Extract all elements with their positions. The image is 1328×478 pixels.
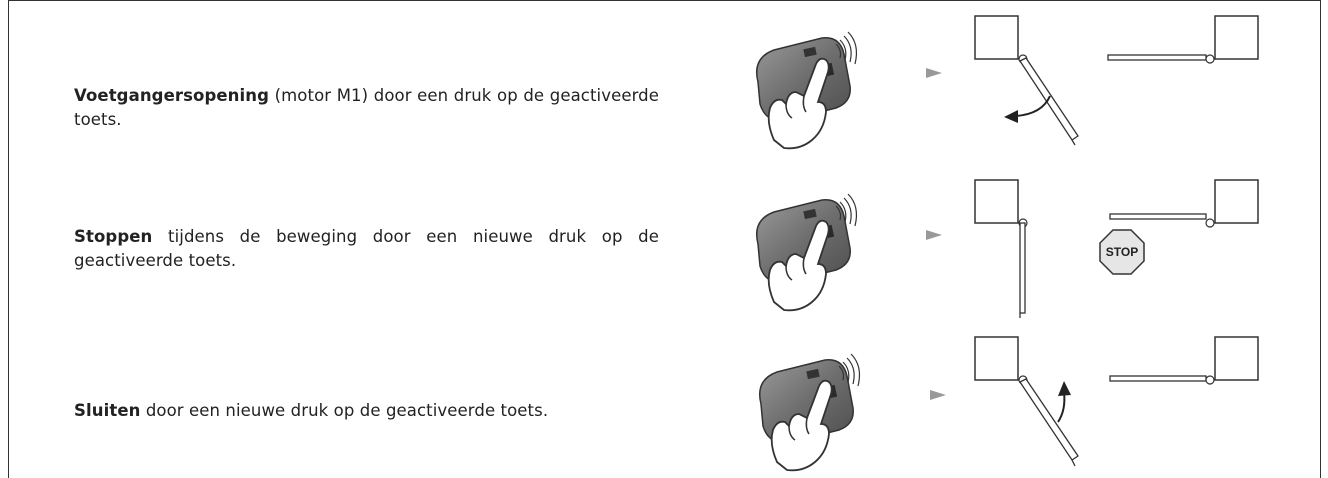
gate-pillar-icon bbox=[974, 179, 1028, 228]
gate-pillar-icon bbox=[1205, 336, 1259, 385]
stop-sign-icon: STOP bbox=[1099, 229, 1145, 275]
step-description: door een nieuwe druk op de geactiveerde … bbox=[140, 401, 549, 420]
curved-arrow-icon bbox=[1057, 381, 1071, 423]
step-title: Sluiten bbox=[74, 401, 141, 420]
arrow-right-icon bbox=[860, 66, 944, 80]
gate-leaf-icon bbox=[1019, 222, 1026, 318]
step-title: Stoppen bbox=[74, 227, 153, 246]
stop-sign-label: STOP bbox=[1106, 245, 1138, 259]
step-title: Voetgangersopening bbox=[74, 86, 270, 105]
gate-leaf-icon bbox=[1019, 57, 1079, 146]
gate-leaf-icon bbox=[1109, 213, 1207, 220]
step-stop: Stoppen tijdens de beweging door een nie… bbox=[74, 225, 659, 273]
remote-control-icon bbox=[758, 353, 861, 472]
step-description: (motor M1) door een druk op de geactivee… bbox=[74, 86, 659, 129]
remote-control-icon bbox=[755, 31, 858, 150]
gate-leaf-icon bbox=[1109, 375, 1207, 382]
gate-leaf-icon bbox=[1019, 378, 1079, 467]
remote-control-icon bbox=[755, 193, 858, 312]
step-pedestrian-opening: Voetgangersopening (motor M1) door een d… bbox=[74, 84, 659, 132]
gate-pillar-icon bbox=[974, 15, 1028, 64]
step-close: Sluiten door een nieuwe druk op de geact… bbox=[74, 399, 659, 423]
arrow-right-icon bbox=[860, 228, 944, 242]
page-frame bbox=[8, 0, 1321, 478]
gate-pillar-icon bbox=[1205, 15, 1259, 64]
step-description: tijdens de beweging door een nieuwe druk… bbox=[74, 227, 659, 270]
gate-leaf-icon bbox=[1107, 54, 1207, 61]
gate-pillar-icon bbox=[1205, 179, 1259, 228]
gate-pillar-icon bbox=[974, 336, 1028, 385]
arrow-right-icon bbox=[864, 388, 948, 402]
curved-arrow-icon bbox=[1004, 95, 1051, 123]
